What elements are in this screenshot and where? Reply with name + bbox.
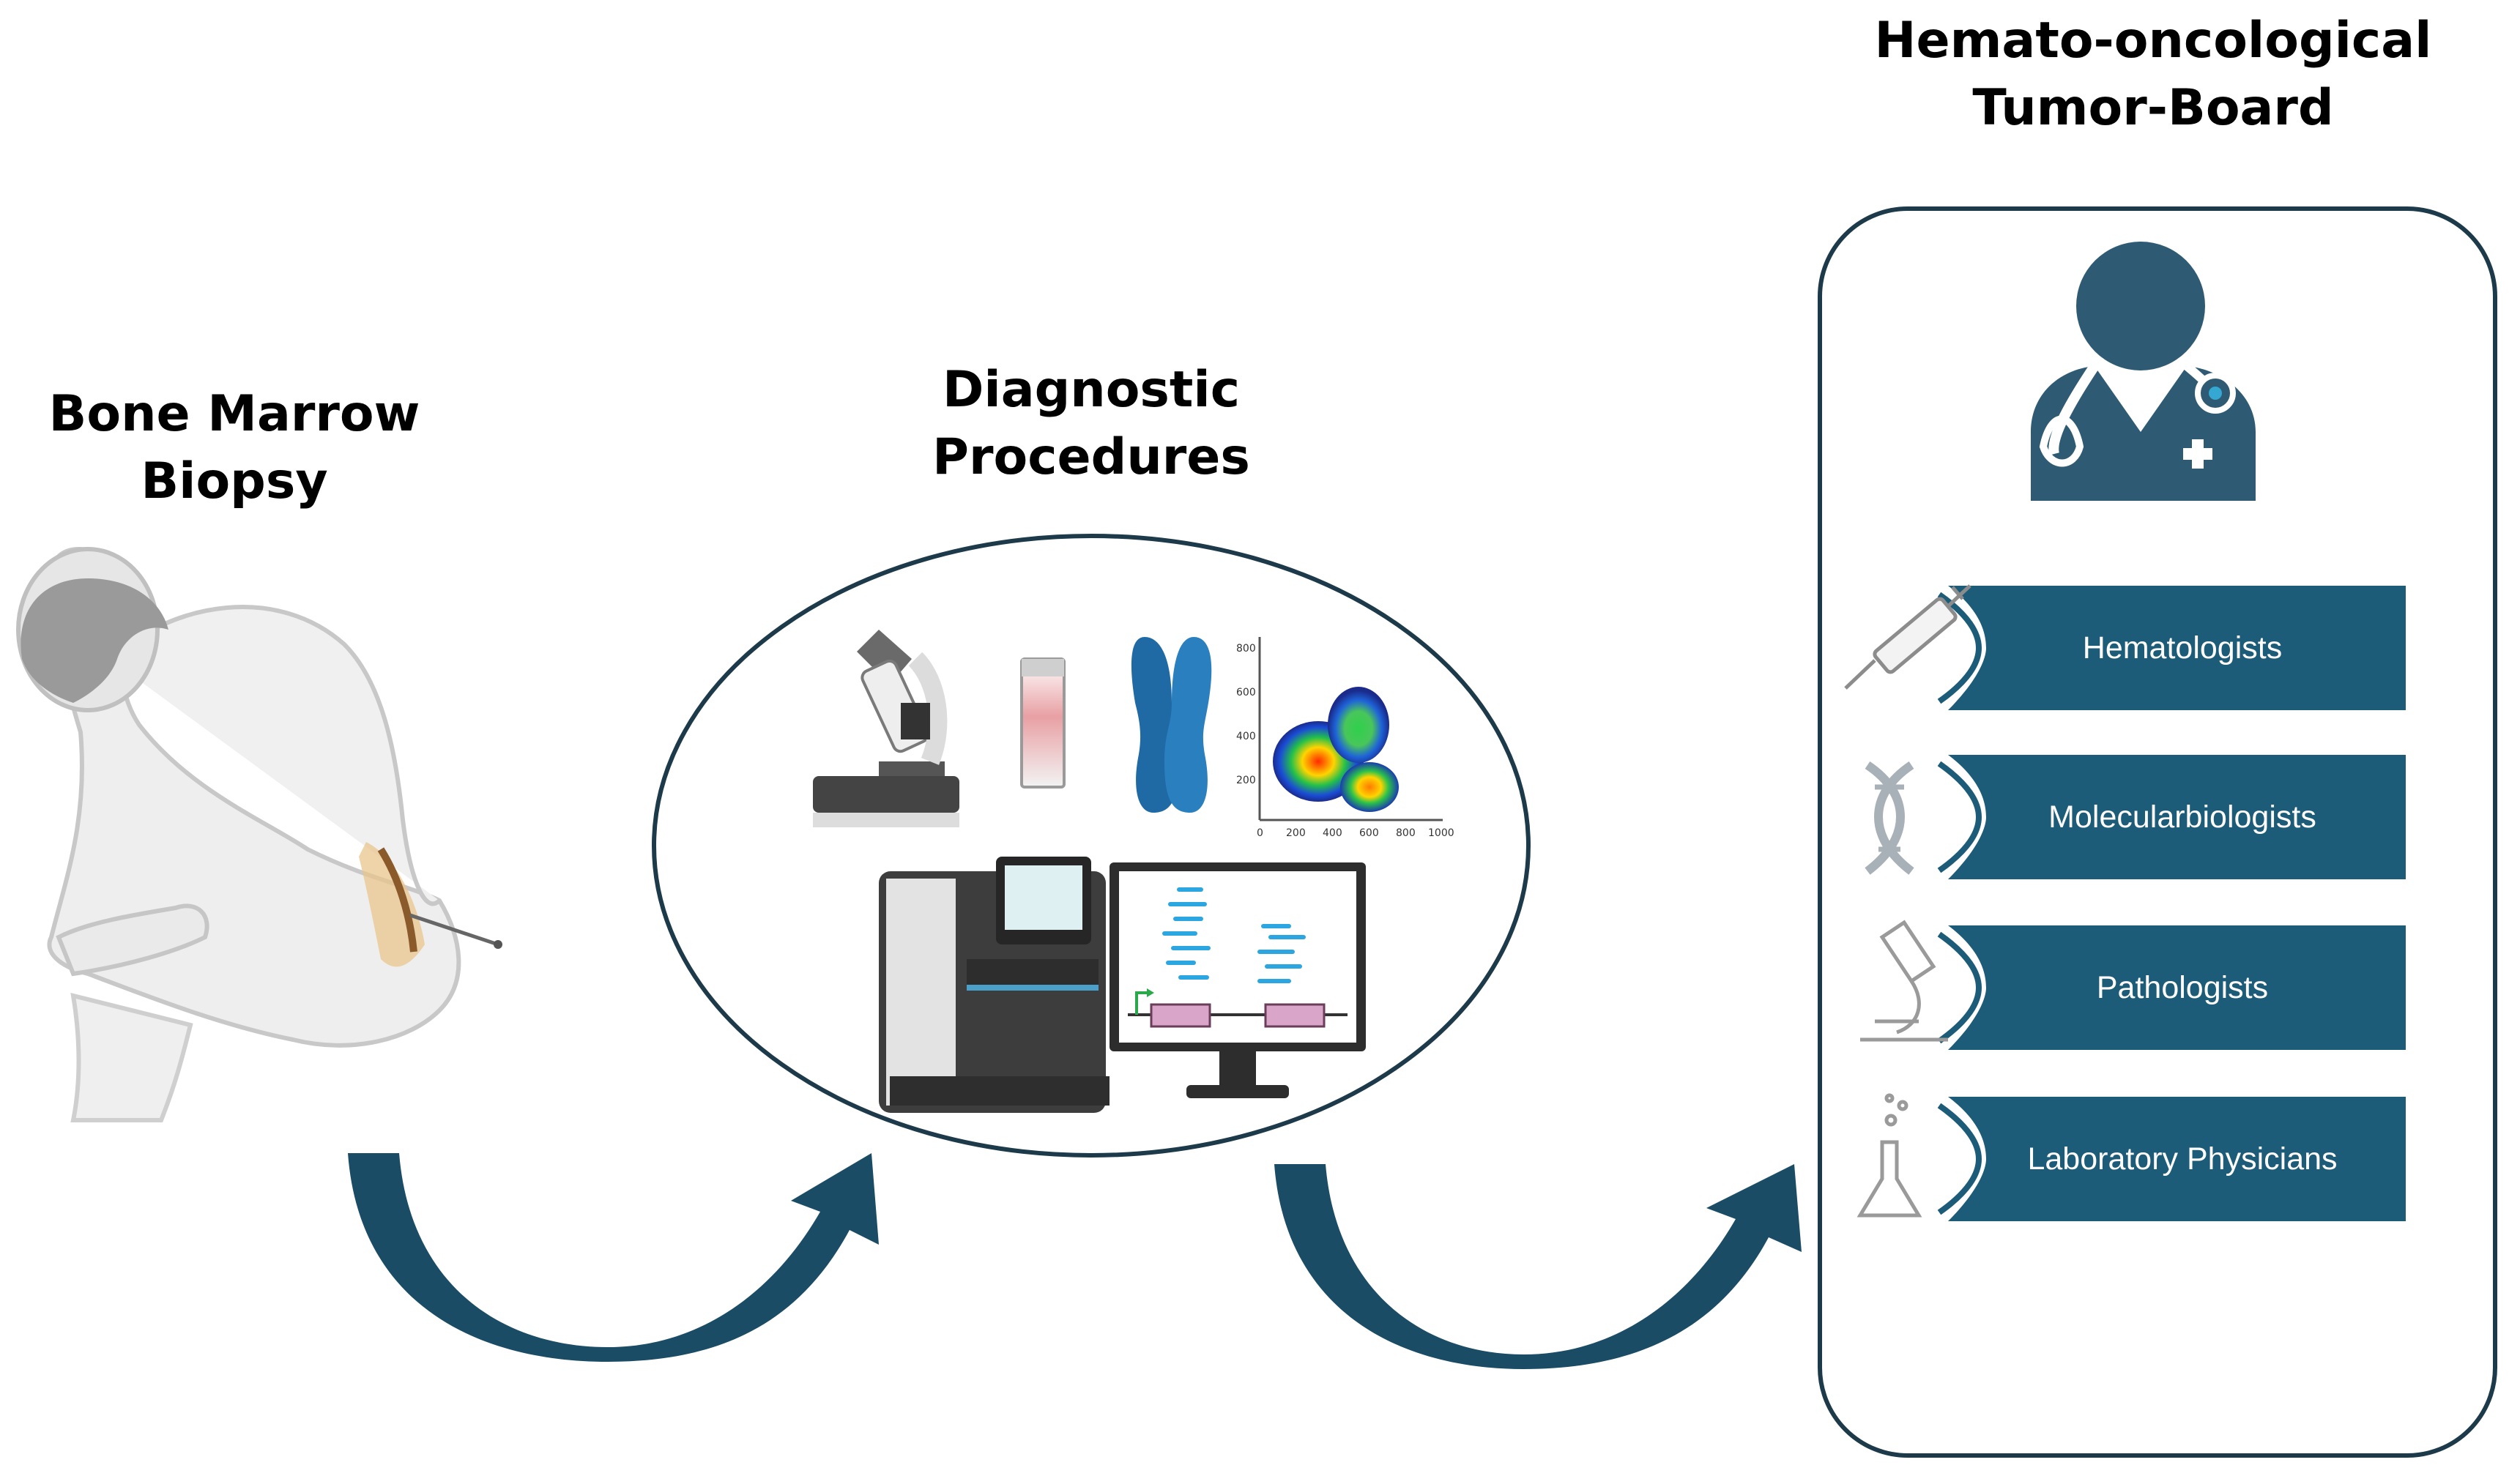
patient-illustration [16, 547, 502, 1122]
flow-arrow-2 [1274, 1164, 1802, 1369]
role-banner-pathologists [1937, 925, 2406, 1050]
title-tumor-board: Hemato-oncological Tumor-Board [1874, 12, 2432, 137]
role-banner-laboratory-physicians [1937, 1097, 2406, 1221]
genome-monitor-image [1110, 862, 1366, 1098]
flow-tick-x: 400 [1323, 827, 1342, 839]
role-banner-molecularbiologists [1937, 755, 2406, 879]
flow-tick-y: 800 [1236, 643, 1256, 655]
flow-tick-y: 400 [1236, 731, 1256, 742]
role-label-pathologists: Pathologists [2097, 970, 2268, 1005]
flask-icon [1856, 1093, 1922, 1218]
role-label-hematologists: Hematologists [2083, 630, 2282, 666]
flow-tick-y: 600 [1236, 687, 1256, 698]
role-label-laboratory-physicians: Laboratory Physicians [2027, 1141, 2337, 1177]
role-label-molecularbiologists: Molecularbiologists [2048, 800, 2316, 835]
flow-arrow-1 [348, 1153, 879, 1362]
chromosome-image [1131, 637, 1212, 813]
microscope-image [813, 630, 959, 827]
syringe-icon [1844, 584, 1971, 690]
title-diagnostic-procedures: Diagnostic Procedures [932, 361, 1250, 486]
doctor-icon [2031, 242, 2256, 501]
flow-tick-x: 1000 [1428, 827, 1454, 839]
sequencer-image [879, 857, 1110, 1113]
flow-cytometry-plot: 0 200 400 600 800 1000 200 400 600 800 [1236, 637, 1454, 839]
flow-tick-x: 200 [1286, 827, 1306, 839]
flow-tick-x: 800 [1396, 827, 1416, 839]
blood-tube-image [1020, 657, 1066, 789]
flow-tick-x: 600 [1359, 827, 1379, 839]
flow-tick-x: 0 [1257, 827, 1263, 839]
flow-tick-y: 200 [1236, 775, 1256, 786]
role-banner-hematologists [1937, 586, 2406, 710]
microscope-icon [1860, 920, 1948, 1042]
dna-icon [1865, 761, 1914, 875]
title-bone-marrow-biopsy: Bone Marrow Biopsy [48, 385, 420, 510]
